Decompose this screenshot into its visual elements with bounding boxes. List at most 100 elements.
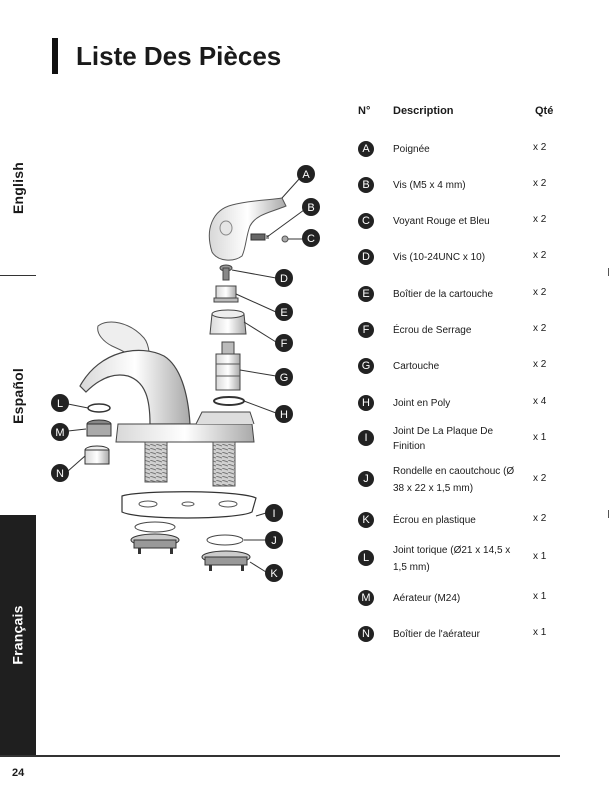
sidebar-divider bbox=[0, 275, 36, 276]
callout-c: C bbox=[302, 229, 320, 247]
part-quantity: x 2 bbox=[533, 513, 547, 524]
part-description: Poignée bbox=[393, 144, 430, 155]
part-letter-badge: F bbox=[358, 322, 374, 338]
lang-tab-francais[interactable]: Français bbox=[0, 515, 36, 755]
svg-text:G: G bbox=[280, 372, 289, 384]
part-letter-badge: D bbox=[358, 249, 374, 265]
footer-rule bbox=[0, 755, 560, 757]
part-indicator bbox=[281, 235, 289, 243]
table-row: F Écrou de Serrage x 2 bbox=[358, 321, 558, 339]
callout-leader-lines bbox=[67, 177, 305, 573]
part-letter-badge: G bbox=[358, 358, 374, 374]
svg-text:D: D bbox=[280, 273, 288, 285]
svg-text:L: L bbox=[57, 398, 63, 410]
table-row: C Voyant Rouge et Bleu x 2 bbox=[358, 212, 558, 230]
part-plastic-nut bbox=[201, 550, 251, 571]
part-poly-gasket bbox=[213, 396, 245, 406]
part-quantity: x 2 bbox=[533, 473, 547, 484]
part-description: Écrou de Serrage bbox=[393, 325, 472, 336]
header-number: N° bbox=[358, 105, 371, 117]
part-letter-badge: M bbox=[358, 590, 374, 606]
callout-a: A bbox=[297, 165, 315, 183]
svg-text:H: H bbox=[280, 409, 288, 421]
part-screw-d bbox=[219, 264, 233, 281]
svg-text:C: C bbox=[307, 233, 315, 245]
faucet-exploded-diagram: A B C D E F G H I J K L M N bbox=[51, 165, 320, 582]
part-description: Voyant Rouge et Bleu bbox=[393, 216, 490, 227]
callout-b: B bbox=[302, 198, 320, 216]
part-plastic-nut bbox=[130, 533, 180, 554]
lang-tab-label: English bbox=[10, 161, 26, 214]
lang-tab-espanol[interactable]: Español bbox=[0, 276, 36, 515]
callout-n: N bbox=[51, 464, 69, 482]
callout-d: D bbox=[275, 269, 293, 287]
part-description: Boîtier de l'aérateur bbox=[393, 629, 480, 640]
part-quantity: x 1 bbox=[533, 591, 547, 602]
table-row: E Boîtier de la cartouche x 2 bbox=[358, 285, 558, 303]
table-row: D Vis (10-24UNC x 10) x 2 bbox=[358, 248, 558, 266]
callout-l: L bbox=[51, 394, 69, 412]
part-letter-badge: A bbox=[358, 141, 374, 157]
part-handle bbox=[208, 197, 287, 261]
svg-text:K: K bbox=[270, 568, 278, 580]
table-row: N Boîtier de l'aérateur x 1 bbox=[358, 625, 558, 643]
part-quantity: x 1 bbox=[533, 551, 547, 562]
part-description: Écrou en plastique bbox=[393, 515, 476, 526]
part-letter-badge: E bbox=[358, 286, 374, 302]
svg-text:F: F bbox=[281, 338, 288, 350]
callout-j: J bbox=[265, 531, 283, 549]
part-screw-b bbox=[250, 233, 269, 241]
callout-f: F bbox=[275, 334, 293, 352]
edge-tick bbox=[608, 268, 609, 276]
svg-text:N: N bbox=[56, 468, 64, 480]
lang-tab-label: Français bbox=[10, 605, 26, 665]
part-faucet-body bbox=[79, 321, 255, 443]
part-description: Vis (10-24UNC x 10) bbox=[393, 252, 486, 263]
table-row: A Poignée x 2 bbox=[358, 140, 558, 158]
part-letter-badge: K bbox=[358, 512, 374, 528]
part-description: Rondelle en caoutchouc (Ø 38 x 22 x 1,5 … bbox=[393, 466, 515, 494]
svg-text:E: E bbox=[280, 307, 287, 319]
page-title: Liste Des Pièces bbox=[76, 41, 282, 71]
part-rubber-washer bbox=[134, 521, 176, 533]
part-description: Aérateur (M24) bbox=[393, 593, 461, 604]
edge-tick bbox=[608, 510, 609, 518]
part-quantity: x 1 bbox=[533, 432, 547, 443]
page-number: 24 bbox=[12, 767, 25, 779]
table-row: G Cartouche x 2 bbox=[358, 357, 558, 375]
lang-tab-english[interactable]: English bbox=[0, 100, 36, 275]
lang-tab-label: Español bbox=[10, 367, 27, 424]
svg-text:I: I bbox=[272, 508, 275, 520]
callout-m: M bbox=[51, 423, 69, 441]
part-description: Joint De La Plaque De Finition bbox=[393, 426, 494, 452]
part-quantity: x 2 bbox=[533, 178, 547, 189]
part-letter-badge: H bbox=[358, 395, 374, 411]
part-letter-badge: J bbox=[358, 471, 374, 487]
table-row: H Joint en Poly x 4 bbox=[358, 394, 558, 412]
svg-text:B: B bbox=[307, 202, 314, 214]
table-row: K Écrou en plastique x 2 bbox=[358, 511, 558, 529]
title-accent-bar bbox=[52, 38, 58, 74]
part-quantity: x 1 bbox=[533, 627, 547, 638]
part-description: Vis (M5 x 4 mm) bbox=[393, 180, 466, 191]
svg-text:M: M bbox=[55, 427, 64, 439]
part-quantity: x 2 bbox=[533, 250, 547, 261]
header-description: Description bbox=[393, 105, 454, 117]
part-description: Joint torique (Ø21 x 14,5 x 1,5 mm) bbox=[393, 545, 511, 573]
part-letter-badge: L bbox=[358, 550, 374, 566]
part-deck-plate-gasket bbox=[121, 491, 257, 519]
part-letter-badge: N bbox=[358, 626, 374, 642]
part-letter-badge: C bbox=[358, 213, 374, 229]
part-quantity: x 2 bbox=[533, 142, 547, 153]
part-rubber-washer bbox=[206, 534, 244, 546]
callout-e: E bbox=[275, 303, 293, 321]
part-letter-badge: B bbox=[358, 177, 374, 193]
callout-k: K bbox=[265, 564, 283, 582]
part-quantity: x 2 bbox=[533, 214, 547, 225]
table-row: J Rondelle en caoutchouc (Ø 38 x 22 x 1,… bbox=[358, 463, 558, 495]
table-row: L Joint torique (Ø21 x 14,5 x 1,5 mm) x … bbox=[358, 542, 558, 574]
table-row: I Joint De La Plaque De Finition x 1 bbox=[358, 424, 558, 454]
part-cartridge-housing bbox=[213, 285, 239, 303]
part-lock-nut bbox=[209, 309, 247, 335]
part-description: Joint en Poly bbox=[393, 398, 451, 409]
